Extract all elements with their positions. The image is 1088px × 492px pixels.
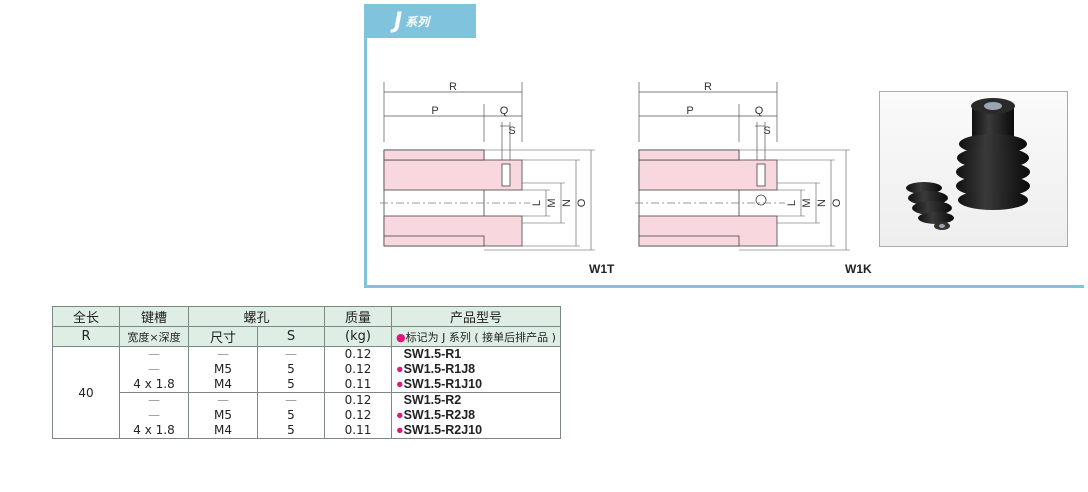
s-value: 5 [287,377,295,391]
mass-cell: 0.12 0.12 0.11 [324,392,392,439]
size-value: — [217,393,229,407]
model-row: ●SW1.5-R1J10 [396,377,560,392]
drawing-panel [364,38,1084,288]
s-cell: — 5 5 [257,346,325,393]
s-value: 5 [287,423,295,437]
marker-dot: ● [396,423,404,437]
length-value: 40 [52,346,120,439]
spec-table: 全长 键槽 螺孔 质量 产品型号 R 宽度×深度 尺寸 S (kg) ●标记为 … [52,306,561,439]
header-mass: 质量 [324,306,392,327]
header-model-note: ●标记为 J 系列 ( 接单后排产品 ) [391,326,561,347]
model-value: SW1.5-R1J10 [403,377,483,391]
series-letter: J [394,8,403,34]
drawing-w1k: R P Q S L M N O [635,81,850,251]
marker-dot: ● [396,362,404,376]
keyway-value: 4 x 1.8 [133,423,175,437]
keyway-value: — [148,393,160,407]
mass-value: 0.12 [344,393,372,407]
worm-gear-photo-icon [906,98,1030,230]
header-mass-sub: (kg) [324,326,392,347]
size-value: M4 [214,423,232,437]
mass-value: 0.12 [344,408,372,422]
mass-value: 0.12 [344,347,372,361]
marker-dot: ● [396,408,404,422]
dim-o: O [576,198,588,207]
s-value: 5 [287,362,295,376]
s-cell: — 5 5 [257,392,325,439]
header-keyway: 键槽 [119,306,189,327]
header-length-sub: R [52,326,120,347]
model-value: SW1.5-R2J10 [403,423,483,437]
size-value: — [217,347,229,361]
series-tab: J 系列 [364,4,476,38]
dim-q: Q [755,105,764,117]
dim-n: N [816,199,828,207]
header-screw-s: S [257,326,325,347]
model-value: SW1.5-R1J8 [403,362,476,376]
model-row: ●SW1.5-R1 [396,347,560,362]
size-cell: — M5 M4 [188,346,258,393]
dim-l: L [531,200,543,206]
model-cell: ●SW1.5-R2 ●SW1.5-R2J8 ●SW1.5-R2J10 [391,392,561,439]
header-length: 全长 [52,306,120,327]
dim-m: M [801,198,813,207]
keyway-cell: — — 4 x 1.8 [119,346,189,393]
dim-q: Q [500,105,509,117]
model-value: SW1.5-R2J8 [403,408,476,422]
s-value: 5 [287,408,295,422]
dim-p: P [686,105,693,117]
mass-value: 0.12 [344,362,372,376]
model-cell: ●SW1.5-R1 ●SW1.5-R1J8 ●SW1.5-R1J10 [391,346,561,393]
mass-value: 0.11 [344,377,372,391]
model-note-text: 标记为 J 系列 ( 接单后排产品 ) [405,330,556,344]
size-value: M4 [214,377,232,391]
mass-cell: 0.12 0.12 0.11 [324,346,392,393]
marker-dot: ● [396,330,406,344]
s-value: — [285,393,297,407]
dim-r: R [449,81,457,93]
dim-n: N [561,199,573,207]
drawing-w1t: R P Q S L M N O [380,81,595,251]
dim-p: P [431,105,438,117]
keyway-value: — [148,347,160,361]
dim-r: R [704,81,712,93]
header-keyway-sub: 宽度×深度 [119,326,189,347]
keyway-value: 4 x 1.8 [133,377,175,391]
model-value: SW1.5-R1 [403,347,462,361]
size-value: M5 [214,362,232,376]
size-cell: — M5 M4 [188,392,258,439]
view-label-w1t: W1T [589,262,615,276]
view-label-w1k: W1K [845,262,872,276]
dim-s: S [508,125,515,137]
dim-s: S [763,125,770,137]
product-photo [879,91,1068,247]
model-row: ●SW1.5-R2 [396,393,560,408]
header-screw-size: 尺寸 [188,326,258,347]
keyway-value: — [148,408,160,422]
s-value: — [285,347,297,361]
model-value: SW1.5-R2 [403,393,462,407]
dim-m: M [546,198,558,207]
dim-o: O [831,198,843,207]
size-value: M5 [214,408,232,422]
marker-dot: ● [396,377,404,391]
mass-value: 0.11 [344,423,372,437]
keyway-cell: — — 4 x 1.8 [119,392,189,439]
header-screw: 螺孔 [188,306,325,327]
header-model: 产品型号 [391,306,561,327]
model-row: ●SW1.5-R1J8 [396,362,560,377]
model-row: ●SW1.5-R2J8 [396,408,560,423]
model-row: ●SW1.5-R2J10 [396,423,560,438]
series-label: 系列 [405,14,430,29]
dim-l: L [786,200,798,206]
keyway-value: — [148,362,160,376]
